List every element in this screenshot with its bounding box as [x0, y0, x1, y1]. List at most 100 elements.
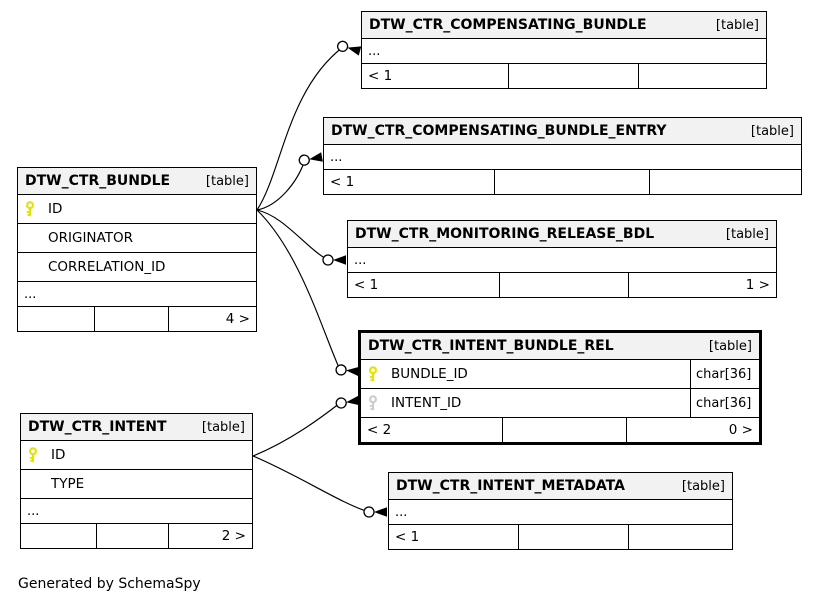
table-header[interactable]: DTW_CTR_COMPENSATING_BUNDLE [table]: [362, 12, 766, 38]
field-type: char[36]: [690, 389, 759, 417]
table-type-tag: [table]: [708, 338, 752, 354]
table-name: DTW_CTR_COMPENSATING_BUNDLE: [369, 17, 647, 33]
relationship-edge: [256, 152, 323, 211]
one-end-marker: [322, 254, 346, 266]
key-icon-wrap: [368, 366, 381, 382]
one-end-marker: [336, 40, 362, 56]
table-intent_bundle_rel[interactable]: DTW_CTR_INTENT_BUNDLE_REL [table] BUNDLE_I…: [358, 330, 762, 445]
footer-divider: [168, 307, 169, 331]
footer-row: < 1: [362, 63, 766, 88]
footer-row: < 1: [389, 524, 732, 549]
relationship-edge: [256, 40, 362, 211]
relationship-edge: [256, 209, 346, 266]
footer-row: 2 >: [21, 523, 252, 548]
field-name: INTENT_ID: [391, 395, 462, 411]
table-compensating_bundle_entry[interactable]: DTW_CTR_COMPENSATING_BUNDLE_ENTRY [table]…: [323, 117, 802, 195]
footer-right-label: 0 >: [728, 422, 753, 438]
field-name: ORIGINATOR: [48, 230, 133, 246]
table-header[interactable]: DTW_CTR_INTENT [table]: [21, 414, 252, 440]
footer-divider: [96, 524, 97, 548]
table-name: DTW_CTR_MONITORING_RELEASE_BDL: [355, 226, 655, 242]
table-monitoring_release_bdl[interactable]: DTW_CTR_MONITORING_RELEASE_BDL[table]...…: [347, 220, 777, 298]
one-end-marker: [335, 364, 360, 377]
ellipsis-row: ...: [348, 247, 776, 272]
footer-row: 4 >: [18, 306, 256, 331]
footer-row: < 2 0 >: [361, 417, 759, 442]
table-name: DTW_CTR_BUNDLE: [25, 173, 171, 189]
ellipsis-row: ...: [324, 144, 801, 169]
field-row-intent_id: INTENT_ID char[36]: [361, 388, 759, 417]
table-header[interactable]: DTW_CTR_INTENT_BUNDLE_REL [table]: [361, 333, 759, 359]
table-name: DTW_CTR_INTENT_BUNDLE_REL: [368, 338, 614, 354]
ellipsis-row: ...: [21, 498, 252, 523]
table-type-tag: [table]: [205, 173, 249, 189]
key-icon-wrap: [28, 447, 41, 463]
table-name: DTW_CTR_COMPENSATING_BUNDLE_ENTRY: [331, 123, 667, 139]
footer-divider: [518, 525, 519, 549]
one-end-marker: [298, 152, 323, 166]
relationship-edge: [252, 455, 387, 518]
field-row-originator: ORIGINATOR: [18, 223, 256, 252]
table-header[interactable]: DTW_CTR_INTENT_METADATA [table]: [389, 473, 732, 499]
primary-key-icon: [28, 447, 38, 463]
relationship-edge: [252, 395, 360, 457]
table-compensating_bundle[interactable]: DTW_CTR_COMPENSATING_BUNDLE [table]... < 1: [361, 11, 767, 89]
footer-right-label: 2 >: [221, 528, 246, 544]
table-intent[interactable]: DTW_CTR_INTENT [table] ID TYPE... 2 >: [20, 413, 253, 549]
footer-divider: [628, 525, 629, 549]
ellipsis-row: ...: [389, 499, 732, 524]
table-type-tag: [table]: [750, 123, 794, 139]
footer-divider: [168, 524, 169, 548]
key-icon-wrap: [368, 395, 381, 411]
table-name: DTW_CTR_INTENT: [28, 419, 167, 435]
ellipsis-row: ...: [18, 281, 256, 306]
footer-left-label: < 1: [330, 174, 355, 190]
relationship-edge: [256, 209, 360, 377]
footer-left-label: < 2: [367, 422, 392, 438]
field-name: TYPE: [51, 476, 85, 492]
caption: Generated by SchemaSpy: [18, 576, 201, 592]
table-type-tag: [table]: [715, 17, 759, 33]
footer-right-label: 1 >: [745, 277, 770, 293]
field-name: ID: [51, 447, 66, 463]
footer-left-label: < 1: [395, 529, 420, 545]
field-row-type: TYPE: [21, 469, 252, 498]
footer-left-label: < 1: [368, 68, 393, 84]
field-row-id: ID: [21, 440, 252, 469]
table-type-tag: [table]: [201, 419, 245, 435]
footer-left-label: < 1: [354, 277, 379, 293]
footer-divider: [626, 418, 627, 442]
footer-divider: [94, 307, 95, 331]
footer-divider: [508, 64, 509, 88]
field-name: ID: [48, 201, 63, 217]
field-row-correlation_id: CORRELATION_ID: [18, 252, 256, 281]
table-header[interactable]: DTW_CTR_BUNDLE [table]: [18, 168, 256, 194]
table-header[interactable]: DTW_CTR_MONITORING_RELEASE_BDL[table]: [348, 221, 776, 247]
one-end-marker: [363, 506, 387, 518]
footer-divider: [494, 170, 495, 194]
footer-divider: [649, 170, 650, 194]
table-name: DTW_CTR_INTENT_METADATA: [396, 478, 625, 494]
one-end-marker: [335, 395, 360, 409]
footer-divider: [502, 418, 503, 442]
foreign-key-icon: [368, 395, 378, 411]
footer-row: < 1: [324, 169, 801, 194]
table-header[interactable]: DTW_CTR_COMPENSATING_BUNDLE_ENTRY [table]: [324, 118, 801, 144]
table-bundle[interactable]: DTW_CTR_BUNDLE [table] ID ORIGINATOR CORRELA…: [17, 167, 257, 332]
primary-key-icon: [368, 366, 378, 382]
key-icon-wrap: [25, 201, 38, 217]
field-type: char[36]: [690, 360, 759, 388]
primary-key-icon: [25, 201, 35, 217]
field-name: BUNDLE_ID: [391, 366, 468, 382]
field-name: CORRELATION_ID: [48, 259, 166, 275]
table-intent_metadata[interactable]: DTW_CTR_INTENT_METADATA [table]... < 1: [388, 472, 733, 550]
footer-divider: [638, 64, 639, 88]
table-type-tag: [table]: [681, 478, 725, 494]
field-row-id: ID: [18, 194, 256, 223]
ellipsis-row: ...: [362, 38, 766, 63]
footer-right-label: 4 >: [225, 311, 250, 327]
footer-divider: [499, 273, 500, 297]
field-row-bundle_id: BUNDLE_ID char[36]: [361, 359, 759, 388]
